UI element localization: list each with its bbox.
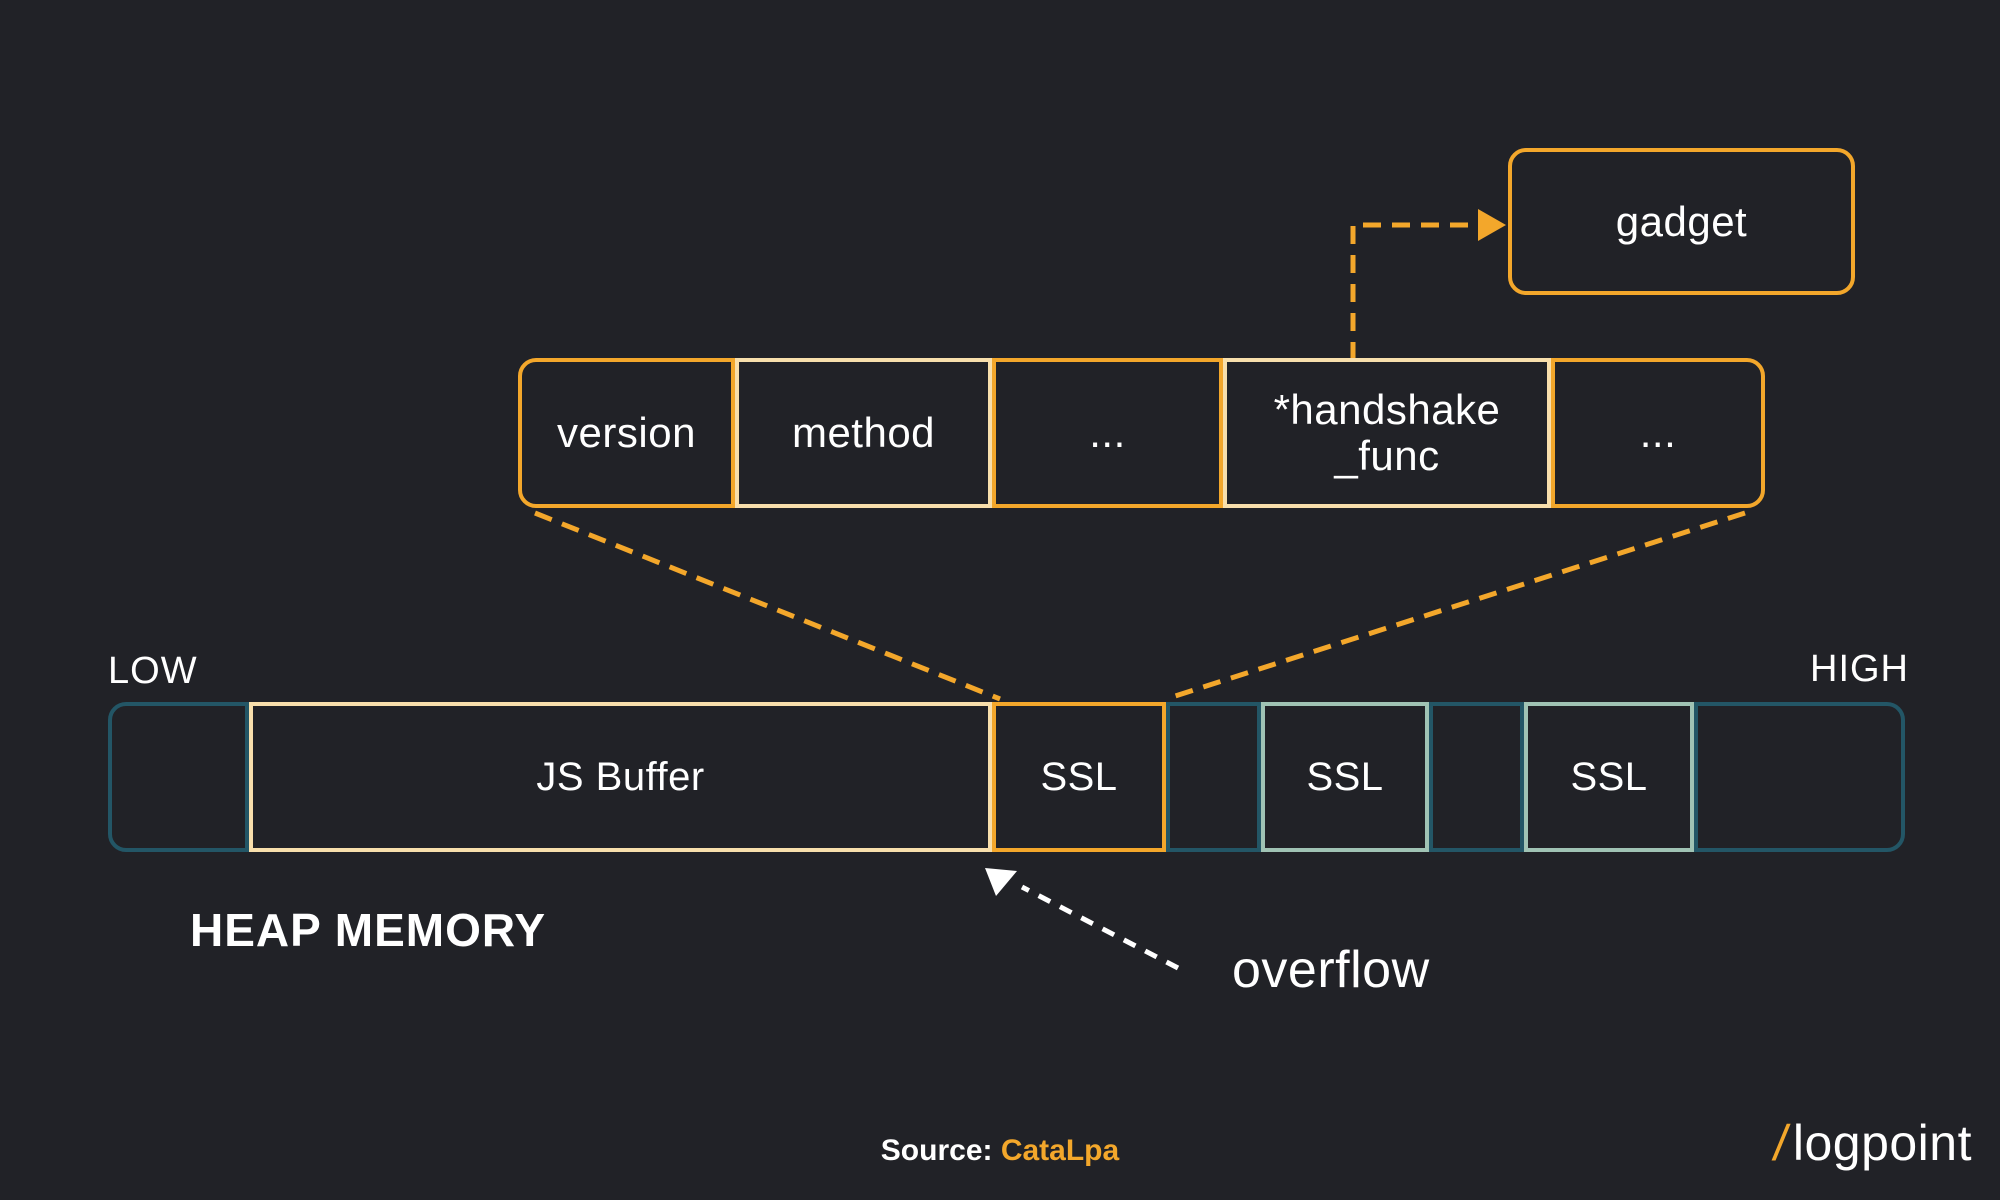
logpoint-logo: /logpoint [1771, 1114, 1972, 1172]
heap-segment-free-3 [1429, 702, 1524, 852]
source-name: CataLpa [1000, 1134, 1120, 1167]
heap-segment-ssl-3: SSL [1524, 702, 1694, 852]
struct-cell-ellipsis-1: ... [992, 358, 1223, 508]
handshake-to-gadget-arrow [1350, 222, 1478, 360]
heap-segment-label: SSL [1306, 754, 1384, 799]
ssl-struct-bar: version method ... *handshake _func ... [518, 358, 1765, 508]
overflow-label: overflow [1232, 941, 1430, 999]
heap-segment-js-buffer: JS Buffer [249, 702, 992, 852]
logo-wordmark: logpoint [1792, 1115, 1972, 1171]
expand-line-left [534, 510, 1001, 702]
struct-cell-method: method [735, 358, 992, 508]
heap-segment-ssl-overwritten: SSL [992, 702, 1166, 852]
gadget-box: gadget [1508, 148, 1855, 295]
heap-segment-free-2 [1166, 702, 1261, 852]
heap-memory-caption: HEAP MEMORY [190, 904, 547, 956]
logo-slash-icon: / [1770, 1115, 1793, 1171]
struct-cell-label: ... [1639, 408, 1677, 456]
struct-cell-label: method [791, 408, 936, 456]
source-prefix: Source: [880, 1134, 1001, 1167]
struct-cell-label: ... [1089, 408, 1126, 456]
source-attribution: Source: CataLpa [0, 1134, 2000, 1168]
struct-cell-handshake-func: *handshake _func [1223, 358, 1551, 508]
overflow-arrowhead-icon [985, 868, 1017, 896]
heap-segment-free-4 [1694, 702, 1905, 852]
struct-cell-ellipsis-2: ... [1551, 358, 1765, 508]
heap-segment-label: JS Buffer [536, 754, 705, 799]
struct-cell-label: *handshake [1273, 385, 1501, 433]
overflow-arrow [1020, 884, 1180, 971]
expand-line-right [1165, 510, 1746, 702]
heap-segment-label: SSL [1570, 754, 1648, 799]
low-address-label: LOW [108, 650, 198, 692]
struct-cell-version: version [518, 358, 735, 508]
struct-cell-label: version [557, 408, 696, 456]
heap-segment-ssl-2: SSL [1261, 702, 1429, 852]
gadget-label: gadget [1615, 197, 1748, 245]
high-address-label: HIGH [1810, 648, 1909, 690]
struct-cell-label: _func [1334, 432, 1440, 479]
heap-segment-free-1 [108, 702, 249, 852]
gadget-arrowhead-icon [1478, 209, 1506, 241]
heap-memory-bar: JS Buffer SSL SSL SSL [108, 702, 1905, 852]
heap-segment-label: SSL [1040, 754, 1118, 799]
